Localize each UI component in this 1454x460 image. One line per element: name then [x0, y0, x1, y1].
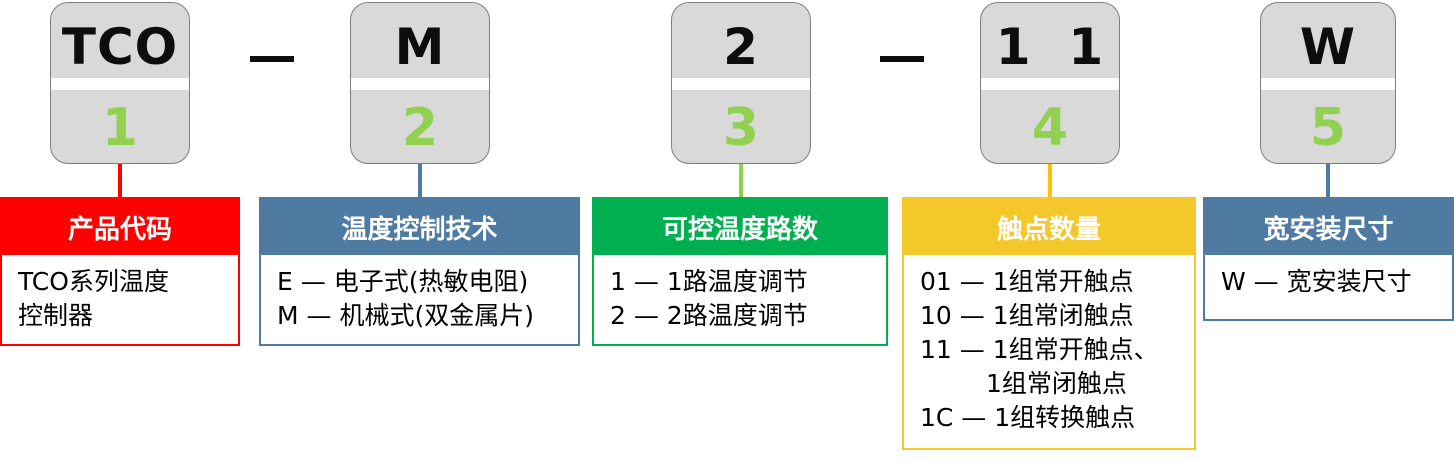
- connector-line-2: [418, 164, 422, 198]
- legend-line: 10 — 1组常闭触点: [920, 301, 1134, 330]
- connector-line-1: [118, 164, 122, 198]
- legend-line: 1组常闭触点: [986, 369, 1127, 398]
- legend-box-product-code: 产品代码 TCO系列温度 控制器: [0, 197, 240, 346]
- legend-line: M — 机械式(双金属片): [277, 301, 534, 330]
- key-code-text: 2: [723, 18, 759, 76]
- legend-line: 控制器: [18, 301, 94, 330]
- key-divider: [351, 78, 489, 90]
- legend-box-mounting-size: 宽安装尺寸 W — 宽安装尺寸: [1203, 197, 1454, 321]
- key-divider: [672, 78, 810, 90]
- key-position-number: 3: [722, 98, 760, 158]
- legend-box-title: 触点数量: [904, 199, 1194, 255]
- legend-box-title: 产品代码: [2, 199, 238, 255]
- legend-box-title: 可控温度路数: [594, 199, 886, 255]
- legend-box-title: 温度控制技术: [261, 199, 578, 255]
- legend-line: W — 宽安装尺寸: [1221, 267, 1412, 296]
- connector-line-5: [1326, 164, 1330, 198]
- legend-box-contact-count: 触点数量 01 — 1组常开触点 10 — 1组常闭触点 11 — 1组常开触点…: [902, 197, 1196, 450]
- key-position-number: 1: [101, 98, 139, 158]
- code-key-1: TCO 1: [50, 2, 190, 164]
- legend-box-body: 01 — 1组常开触点 10 — 1组常闭触点 11 — 1组常开触点、 1组常…: [904, 255, 1194, 441]
- legend-box-body: TCO系列温度 控制器: [2, 255, 238, 339]
- legend-box-control-technology: 温度控制技术 E — 电子式(热敏电阻) M — 机械式(双金属片): [259, 197, 580, 346]
- legend-box-body: W — 宽安装尺寸: [1205, 255, 1452, 305]
- key-position-number: 5: [1309, 98, 1347, 158]
- legend-box-body: 1 — 1路温度调节 2 — 2路温度调节: [594, 255, 886, 339]
- legend-line: E — 电子式(热敏电阻): [277, 267, 529, 296]
- legend-line: 2 — 2路温度调节: [610, 301, 808, 330]
- code-key-5: W 5: [1260, 2, 1396, 164]
- code-key-2: M 2: [350, 2, 490, 164]
- code-key-3: 2 3: [671, 2, 811, 164]
- legend-line: 1 — 1路温度调节: [610, 267, 808, 296]
- legend-line: 11 — 1组常开触点、: [920, 335, 1159, 364]
- key-divider: [51, 78, 189, 90]
- legend-line: TCO系列温度: [18, 267, 169, 296]
- legend-box-channel-count: 可控温度路数 1 — 1路温度调节 2 — 2路温度调节: [592, 197, 888, 346]
- connector-line-3: [739, 164, 743, 198]
- legend-line: 1C — 1组转换触点: [920, 403, 1136, 432]
- key-position-number: 2: [401, 98, 439, 158]
- legend-box-body: E — 电子式(热敏电阻) M — 机械式(双金属片): [261, 255, 578, 339]
- key-code-text: W: [1299, 18, 1357, 76]
- separator-dash: [880, 56, 924, 62]
- key-code-text: 1 1: [995, 18, 1105, 76]
- code-key-4: 1 1 4: [980, 2, 1120, 164]
- legend-line: 01 — 1组常开触点: [920, 267, 1134, 296]
- key-divider: [1261, 78, 1395, 90]
- connector-line-4: [1048, 164, 1052, 198]
- separator-dash: [250, 56, 294, 62]
- key-divider: [981, 78, 1119, 90]
- legend-box-title: 宽安装尺寸: [1205, 199, 1452, 255]
- key-position-number: 4: [1031, 98, 1069, 158]
- key-code-text: M: [394, 18, 446, 76]
- key-code-text: TCO: [61, 18, 179, 76]
